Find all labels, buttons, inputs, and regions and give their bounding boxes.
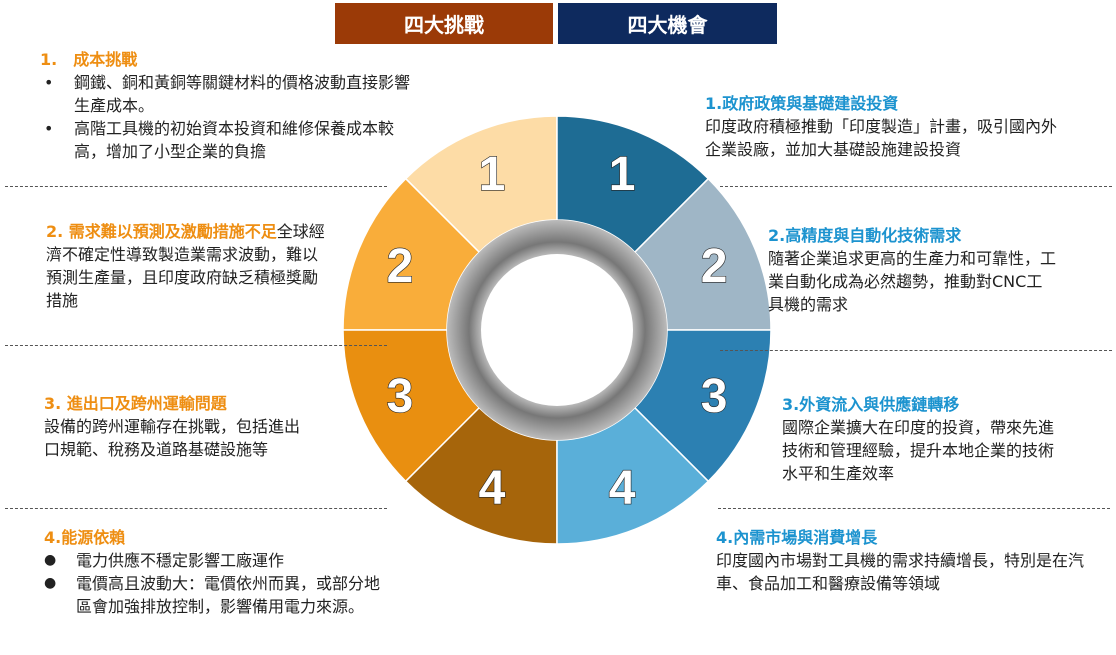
- opportunity-body: 隨著企業追求更高的生產力和可靠性，工業自動化成為必然趨勢，推動對CNC工具機的需…: [768, 249, 1057, 314]
- opportunity-title: 2.高精度與自動化技術需求: [768, 226, 962, 245]
- opportunity-title: 4.內需市場與消費增長: [716, 528, 878, 547]
- divider: [718, 508, 1110, 509]
- challenge-3: 3. 進出口及跨州運輸問題 設備的跨州運輸存在挑戰，包括進出口規範、稅務及道路基…: [44, 392, 308, 461]
- opportunity-sector-number: 4: [609, 462, 636, 515]
- challenge-title: 1. 成本挑戰: [40, 50, 138, 69]
- bullet-icon: ●: [44, 575, 57, 591]
- challenge-1: 1. 成本挑戰 • 鋼鐵、銅和黃銅等關鍵材料的價格波動直接影響生產成本。 • 高階工…: [40, 48, 420, 163]
- challenge-2: 2. 需求難以預測及激勵措施不足全球經濟不確定性導致製造業需求波動，難以預測生產…: [46, 220, 326, 312]
- divider: [720, 186, 1112, 187]
- bullet-icon: •: [44, 73, 54, 92]
- challenge-sector-2: [342, 177, 481, 331]
- challenge-body: 設備的跨州運輸存在挑戰，包括進出口規範、稅務及道路基礎設施等: [44, 417, 301, 459]
- challenge-bullet: 高階工具機的初始資本投資和維修保養成本較高，增加了小型企業的負擔: [74, 119, 395, 161]
- challenge-sector-number: 4: [479, 462, 506, 515]
- divider: [5, 345, 387, 346]
- opportunity-body: 國際企業擴大在印度的投資，帶來先進技術和管理經驗，提升本地企業的技術水平和生產效…: [782, 418, 1055, 483]
- challenge-sector-number: 2: [387, 240, 414, 293]
- challenge-bullet: 鋼鐵、銅和黃銅等關鍵材料的價格波動直接影響生產成本。: [74, 73, 411, 115]
- opportunity-sector-number: 2: [701, 240, 728, 293]
- challenge-4: 4.能源依賴 ● 電力供應不穩定影響工廠運作 ● 電價高且波動大：電價依州而異，或部…: [44, 526, 384, 618]
- challenges-header: 四大挑戰: [335, 3, 553, 44]
- opportunity-body: 印度政府積極推動「印度製造」計畫，吸引國內外企業設廠，並加大基礎設施建設投資: [705, 117, 1058, 159]
- challenge-sector-3: [342, 329, 481, 483]
- divider: [5, 508, 387, 509]
- divider: [5, 186, 387, 187]
- opportunity-sector-number: 3: [701, 370, 728, 423]
- center-hole: [481, 254, 633, 406]
- opportunity-title: 3.外資流入與供應鏈轉移: [782, 395, 960, 414]
- opportunities-header: 四大機會: [558, 3, 777, 44]
- opportunity-title: 1.政府政策與基礎建設投資: [705, 94, 899, 113]
- challenge-sector-number: 1: [479, 148, 506, 201]
- opportunity-4: 4.內需市場與消費增長 印度國內市場對工具機的需求持續增長，特別是在汽車、食品加…: [716, 526, 1096, 595]
- challenge-body: 全球經濟不確定性導致製造業需求波動，難以預測生產量，且印度政府缺乏積極獎勵措施: [46, 222, 325, 310]
- challenge-title: 2. 需求難以預測及激勵措施不足: [46, 222, 277, 241]
- bullet-icon: •: [44, 119, 54, 138]
- challenge-bullet: 電價高且波動大：電價依州而異，或部分地區會加強排放控制，影響備用電力來源。: [76, 574, 381, 616]
- opportunity-2: 2.高精度與自動化技術需求 隨著企業追求更高的生產力和可靠性，工業自動化成為必然…: [768, 224, 1058, 316]
- opportunity-3: 3.外資流入與供應鏈轉移 國際企業擴大在印度的投資，帶來先進技術和管理經驗，提升…: [782, 393, 1062, 485]
- opportunity-body: 印度國內市場對工具機的需求持續增長，特別是在汽車、食品加工和醫療設備等領域: [716, 551, 1085, 593]
- opportunity-1: 1.政府政策與基礎建設投資 印度政府積極推動「印度製造」計畫，吸引國內外企業設廠…: [705, 92, 1070, 161]
- bullet-icon: ●: [44, 552, 57, 568]
- challenge-bullet: 電力供應不穩定影響工廠運作: [76, 551, 285, 570]
- challenge-title: 4.能源依賴: [44, 528, 126, 547]
- challenge-title: 3. 進出口及跨州運輸問題: [44, 394, 227, 413]
- divider: [720, 350, 1112, 351]
- challenge-sector-4: [404, 406, 558, 545]
- opportunity-sector-4: [556, 406, 710, 545]
- opportunity-sector-number: 1: [609, 148, 636, 201]
- challenge-sector-number: 3: [387, 370, 414, 423]
